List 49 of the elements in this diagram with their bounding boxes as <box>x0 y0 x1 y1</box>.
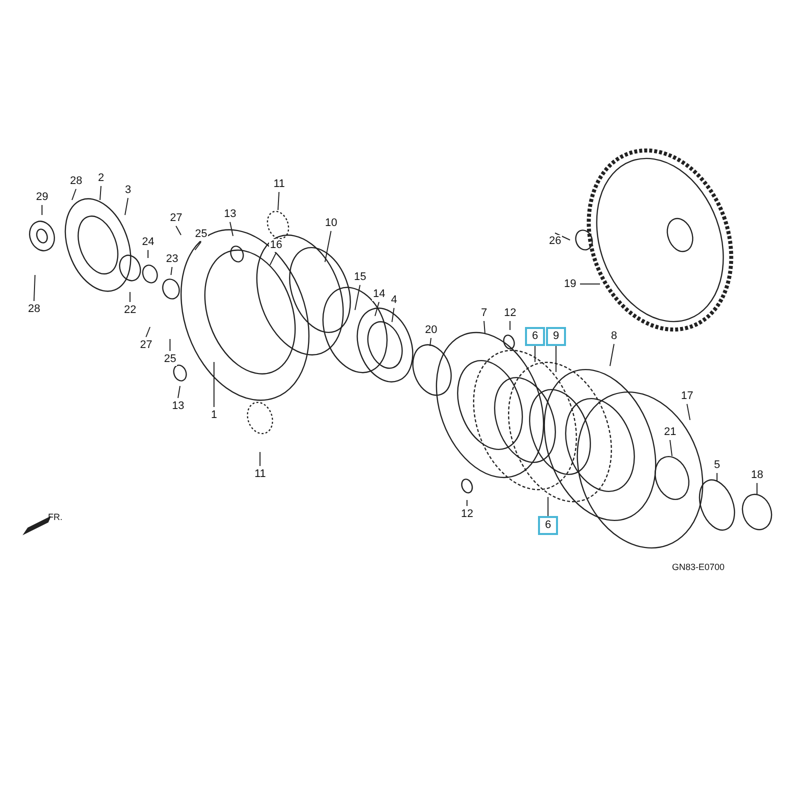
callout-number: 25 <box>163 352 178 366</box>
callout-number: 18 <box>750 468 764 482</box>
leader-line <box>178 386 180 398</box>
leader-line <box>554 232 570 240</box>
leader-line <box>194 242 202 250</box>
callout-number: 6 <box>538 516 558 534</box>
leader-line <box>176 226 182 236</box>
callout-number: 25 <box>194 228 208 240</box>
leader-line <box>430 338 432 346</box>
callout-number: 3 <box>122 184 134 196</box>
callout-number: 29 <box>35 190 50 204</box>
leader-line <box>146 326 150 338</box>
callout-number: 5 <box>711 458 723 472</box>
leader-line <box>34 274 36 302</box>
leader-line <box>100 186 102 200</box>
leader-line <box>230 222 234 236</box>
leader-line <box>170 266 172 276</box>
leader-line <box>610 344 614 366</box>
callout-number: 26 <box>548 234 562 248</box>
callout-number: 16 <box>269 238 284 252</box>
leader-line <box>484 320 486 334</box>
callout-number: 23 <box>165 252 180 266</box>
leader-line <box>354 284 360 310</box>
leader-line <box>270 252 276 266</box>
callout-number: 19 <box>563 278 578 290</box>
leader-line <box>466 500 468 506</box>
drawing-code: GN83-E0700 <box>672 562 725 572</box>
leader-line <box>670 440 672 456</box>
callout-number: 10 <box>324 216 338 230</box>
leader-line <box>534 344 536 362</box>
callout-number: 9 <box>546 326 566 346</box>
callout-number: 14 <box>372 288 386 300</box>
callout-number: 28 <box>69 174 84 188</box>
leader-line <box>124 198 128 216</box>
leader-line <box>72 188 76 200</box>
leader-line <box>686 404 690 420</box>
callout-number: 13 <box>223 208 238 220</box>
leader-line <box>278 192 280 210</box>
callout-number: 13 <box>171 400 186 412</box>
direction-label: FR. <box>48 512 62 522</box>
callout-number: 6 <box>525 326 545 346</box>
callout-number: 28 <box>27 302 42 316</box>
callout-number: 15 <box>353 270 368 284</box>
leader-line <box>392 308 394 322</box>
leader-line <box>374 302 380 316</box>
leader-line <box>716 472 718 482</box>
leader-line <box>324 230 332 262</box>
callout-number: 20 <box>424 324 438 336</box>
leader-line <box>756 482 758 494</box>
